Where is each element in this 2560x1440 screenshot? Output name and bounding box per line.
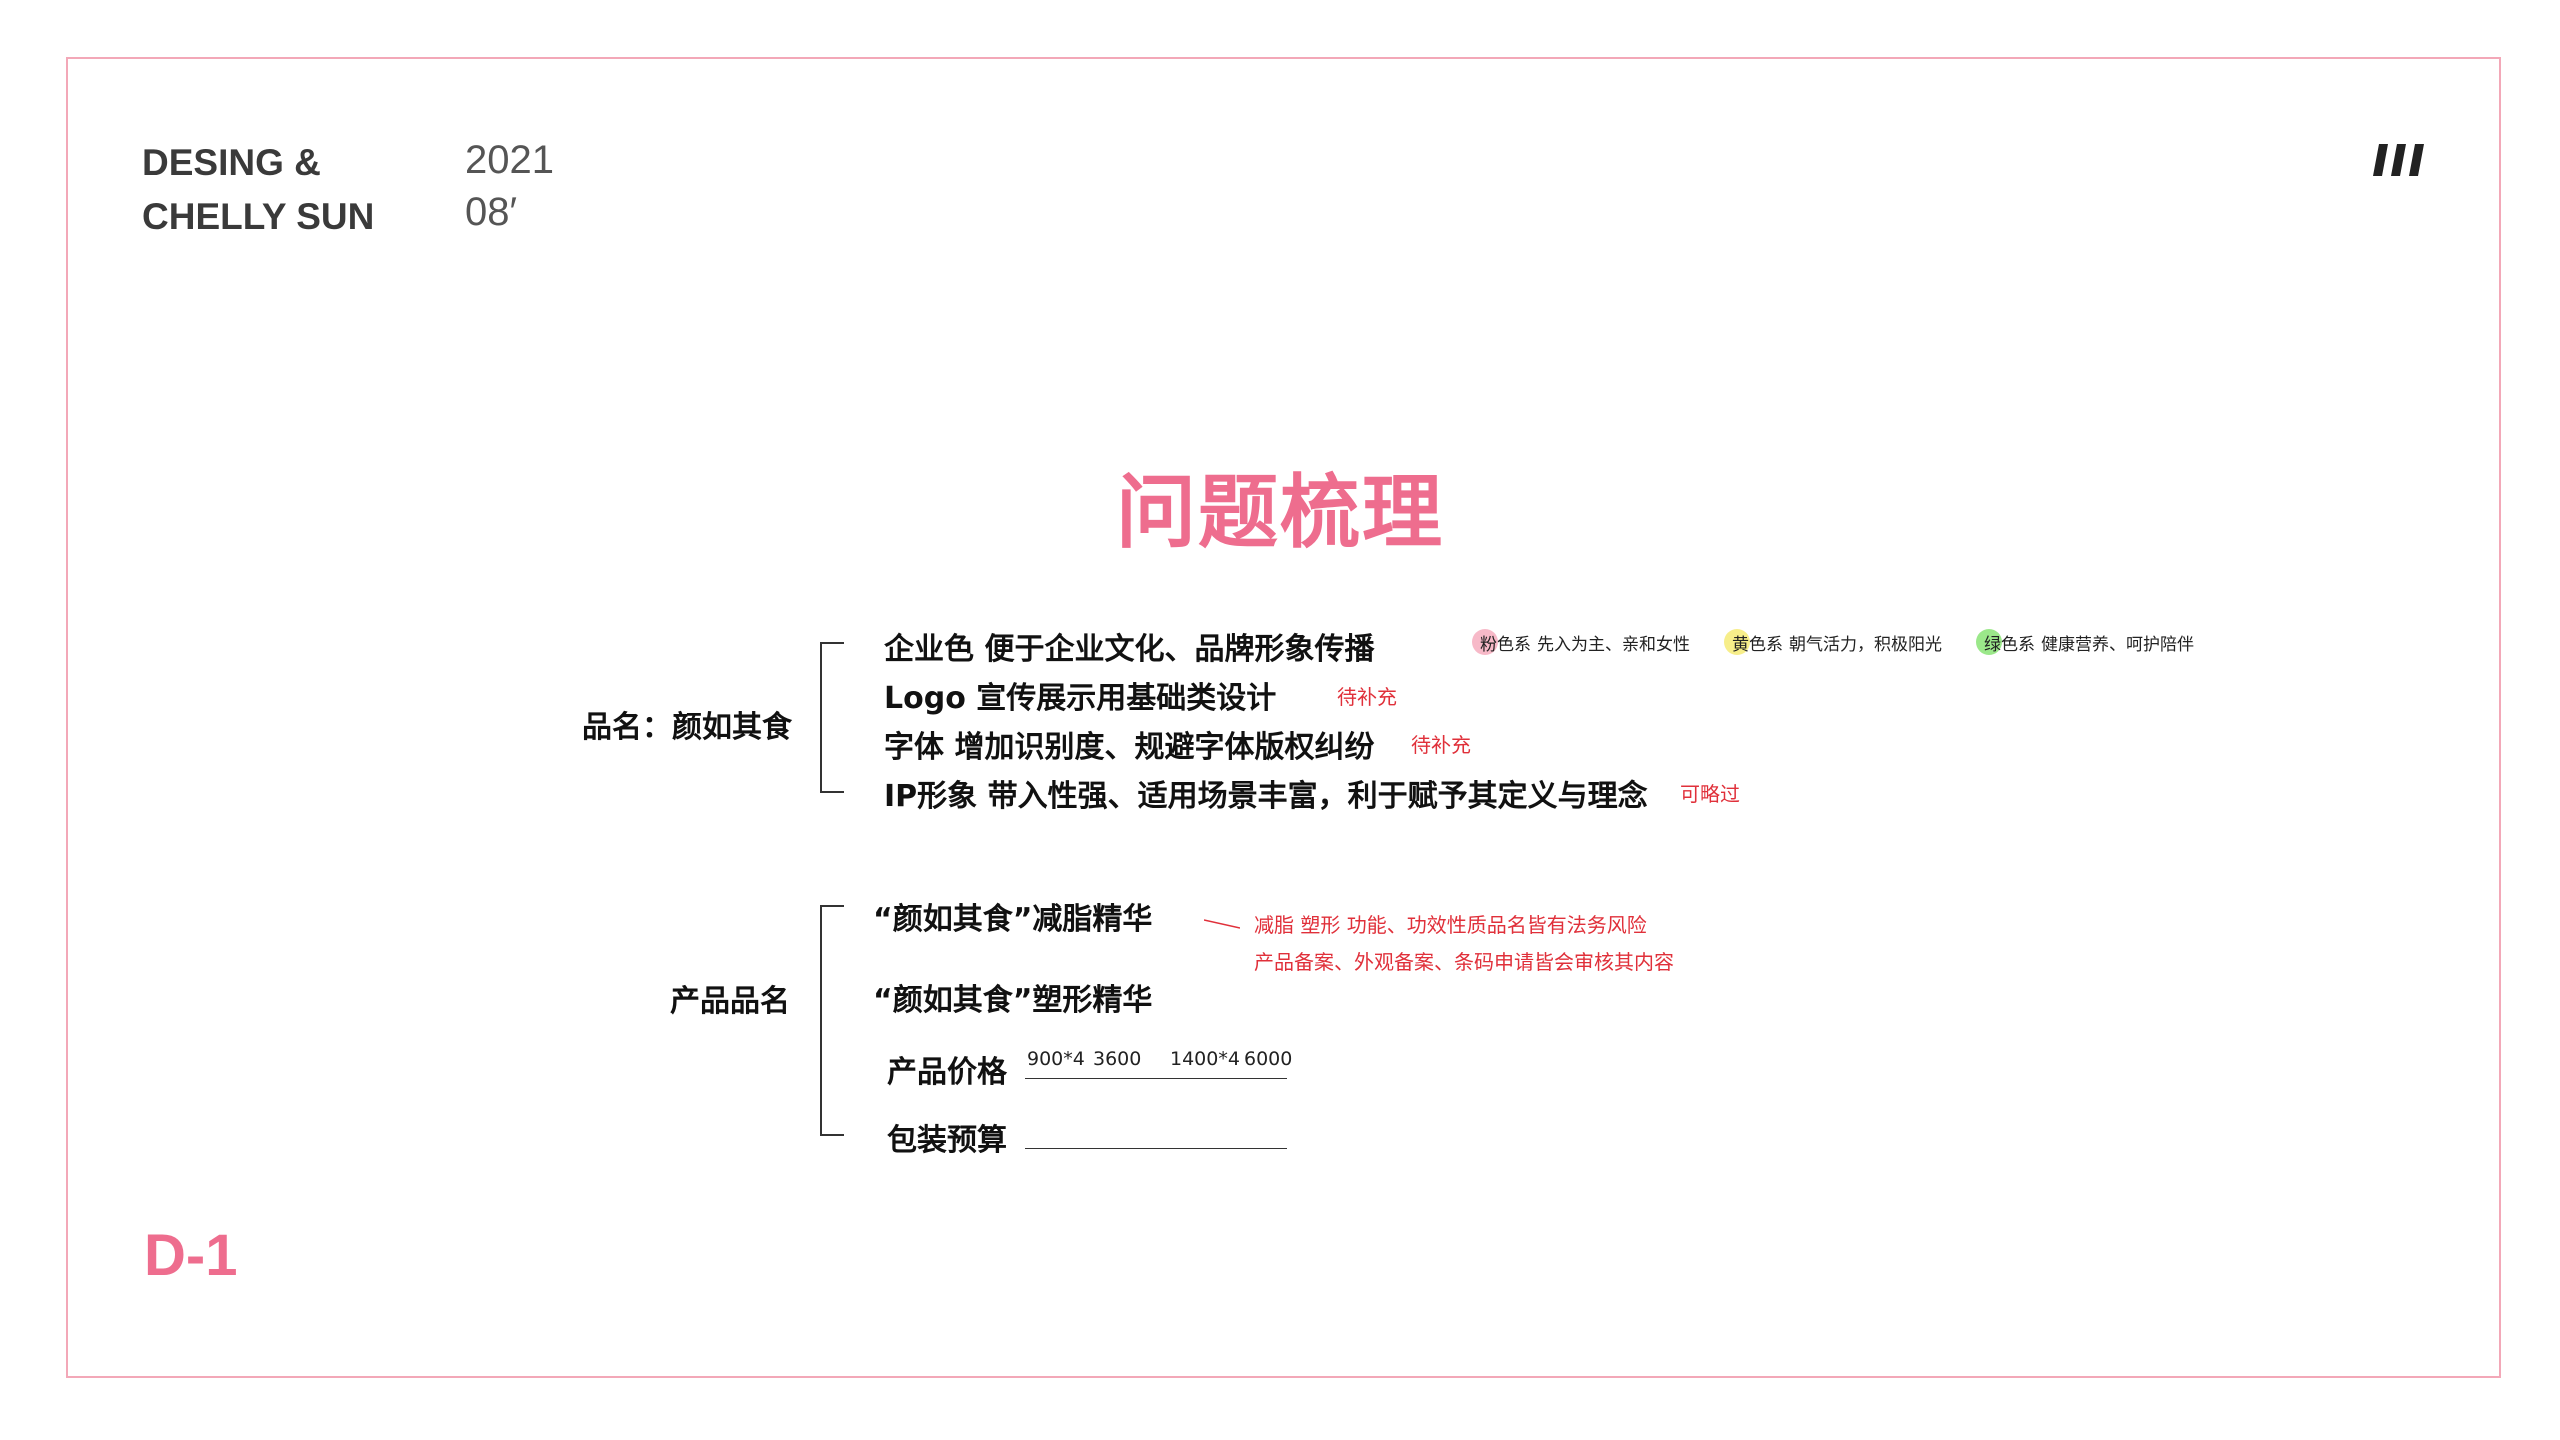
green-swatch-desc: 健康营养、呵护陪伴 bbox=[2041, 634, 2194, 655]
risk-note-1: 减脂 塑形 功能、功效性质品名皆有法务风险 bbox=[1254, 913, 1647, 937]
price-label: 产品价格 bbox=[887, 1055, 1007, 1090]
page-title: 问题梳理 bbox=[1116, 466, 1444, 559]
page-frame bbox=[66, 57, 2501, 1378]
budget-label: 包装预算 bbox=[887, 1123, 1007, 1158]
product-name-2: “颜如其食”塑形精华 bbox=[873, 983, 1153, 1018]
page-code: D-1 bbox=[144, 1223, 238, 1288]
date-year: 2021 bbox=[465, 138, 554, 182]
product-name-label: 产品品名 bbox=[670, 984, 790, 1019]
brand-line-2: CHELLY SUN bbox=[142, 196, 375, 237]
bracket-bottom-tick bbox=[820, 791, 844, 793]
risk-note-2: 产品备案、外观备案、条码申请皆会审核其内容 bbox=[1254, 950, 1674, 974]
brand-item-logo: Logo 宣传展示用基础类设计 bbox=[884, 681, 1277, 716]
yellow-swatch-desc: 朝气活力，积极阳光 bbox=[1789, 634, 1942, 655]
price-value-4: 6000 bbox=[1244, 1048, 1293, 1070]
risk-pointer-line bbox=[1204, 919, 1240, 929]
pink-swatch-icon bbox=[1472, 629, 1498, 655]
bracket-top-tick bbox=[820, 642, 844, 644]
color-option-green: 绿色系 健康营养、呵护陪伴 bbox=[1976, 629, 2194, 655]
price-value-3: 1400*4 bbox=[1170, 1048, 1240, 1070]
yellow-swatch-icon bbox=[1724, 629, 1750, 655]
brand-item-font: 字体 增加识别度、规避字体版权纠纷 bbox=[884, 730, 1375, 765]
brand-name: DESING & CHELLY SUN bbox=[142, 136, 374, 244]
brand-line-1: DESING & bbox=[142, 142, 321, 183]
product-name-1: “颜如其食”减脂精华 bbox=[873, 902, 1153, 937]
product-bracket-bottom-tick bbox=[820, 1134, 844, 1136]
yellow-swatch-label: 黄色系 bbox=[1732, 634, 1783, 655]
price-underline bbox=[1025, 1078, 1287, 1079]
pink-swatch-desc: 先入为主、亲和女性 bbox=[1537, 634, 1690, 655]
brand-bracket bbox=[820, 642, 822, 792]
date: 2021 08′ bbox=[465, 134, 554, 238]
date-month: 08′ bbox=[465, 190, 517, 234]
brand-name-label: 品名：颜如其食 bbox=[582, 710, 792, 745]
price-value-2: 3600 bbox=[1093, 1048, 1142, 1070]
product-bracket bbox=[820, 905, 822, 1135]
brand-item-ip: IP形象 带入性强、适用场景丰富，利于赋予其定义与理念 bbox=[884, 779, 1648, 814]
price-value-1: 900*4 bbox=[1027, 1048, 1085, 1070]
color-option-pink: 粉色系 先入为主、亲和女性 bbox=[1472, 629, 1690, 655]
product-bracket-top-tick bbox=[820, 905, 844, 907]
budget-underline bbox=[1025, 1148, 1287, 1149]
green-swatch-label: 绿色系 bbox=[1984, 634, 2035, 655]
note-font: 待补充 bbox=[1411, 733, 1471, 757]
brand-item-color: 企业色 便于企业文化、品牌形象传播 bbox=[884, 632, 1375, 667]
note-logo: 待补充 bbox=[1337, 685, 1397, 709]
note-ip: 可略过 bbox=[1680, 782, 1740, 806]
color-option-yellow: 黄色系 朝气活力，积极阳光 bbox=[1724, 629, 1942, 655]
pink-swatch-label: 粉色系 bbox=[1480, 634, 1531, 655]
triple-slash-logo-icon bbox=[2373, 144, 2424, 176]
green-swatch-icon bbox=[1976, 629, 2002, 655]
